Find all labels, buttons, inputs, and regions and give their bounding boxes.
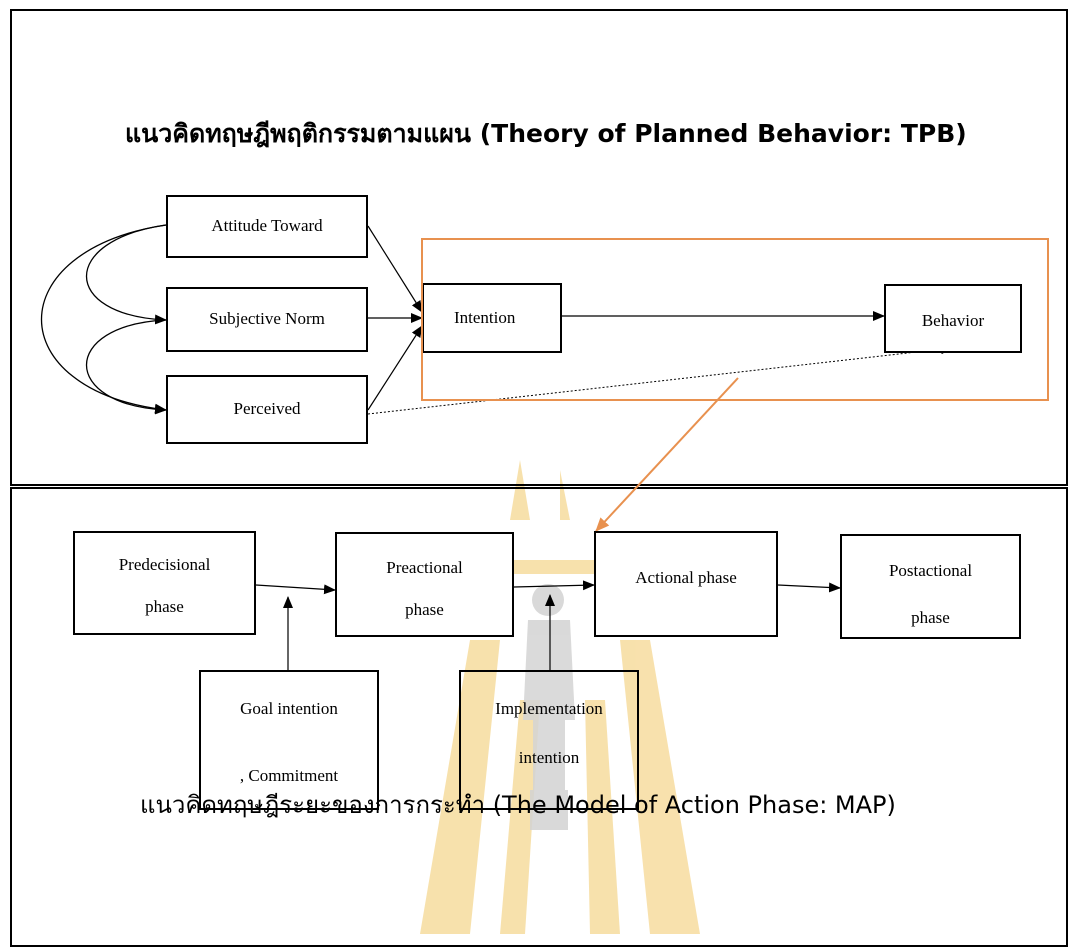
preactional-line1: Preactional [386, 558, 463, 577]
preactional-line2: phase [405, 600, 444, 619]
tpb-panel [10, 9, 1068, 486]
tpb-title: แนวคิดทฤษฎีพฤติกรรมตามแผน (Theory of Pla… [125, 119, 967, 148]
curve-attitude-perceived [40, 218, 178, 414]
predecisional-line2: phase [145, 597, 184, 616]
arrow-actional-postactional [777, 582, 841, 593]
goal-intention-line2: , Commitment [239, 766, 339, 785]
arrow-preactional-actional [513, 580, 595, 591]
predecisional-line1: Predecisional [118, 555, 211, 574]
node-goal-intention: Goal intention , Commitment [199, 670, 379, 810]
map-title: แนวคิดทฤษฎีระยะของการกระทำ (The Model of… [140, 791, 896, 819]
curve-norm-perceived [85, 314, 178, 415]
arrow-perceived-behavior [367, 344, 953, 415]
goal-intention-line1: Goal intention [240, 699, 338, 718]
node-actional-phase: Actional phase [594, 531, 778, 637]
node-subjective-norm: Subjective Norm [166, 287, 368, 352]
arrow-attitude-intention [367, 225, 423, 313]
postactional-line1: Postactional [888, 561, 973, 580]
node-implementation-intention: Implementation intention [459, 670, 639, 810]
node-intention: Intention [422, 283, 562, 353]
node-attitude-toward: Attitude Toward [166, 195, 368, 258]
node-perceived: Perceived [166, 375, 368, 444]
postactional-line2: phase [911, 608, 950, 627]
node-postactional-phase: Postactional phase [840, 534, 1021, 639]
node-preactional-phase: Preactional phase [335, 532, 514, 637]
arrow-predecisional-preactional [255, 584, 336, 595]
arrow-perceived-intention [367, 325, 423, 411]
highlight-link-arrow [595, 377, 739, 532]
curve-attitude-norm [86, 218, 178, 325]
node-predecisional-phase: Predecisional phase [73, 531, 256, 635]
node-behavior: Behavior [884, 284, 1022, 353]
implementation-intention-line2: intention [518, 748, 580, 767]
implementation-intention-line1: Implementation [495, 699, 603, 718]
